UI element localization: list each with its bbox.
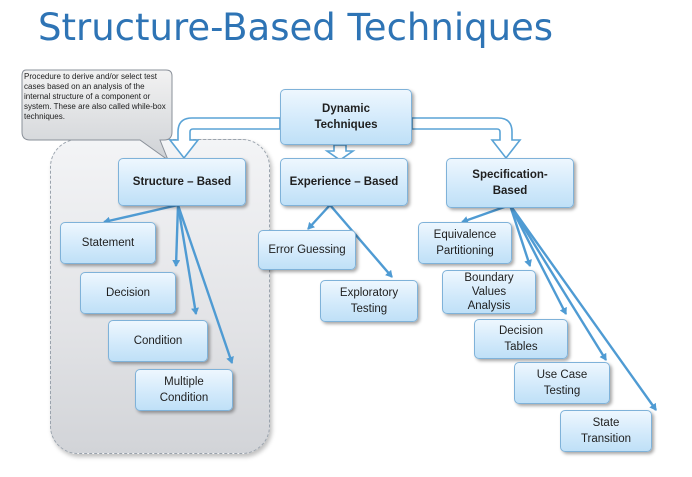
node-equivalence-partitioning: Equivalence Partitioning (418, 222, 512, 264)
arrow-dynamic-to-structure (168, 117, 281, 160)
node-statement: Statement (60, 222, 156, 264)
callout-bubble (21, 69, 173, 162)
node-use-case-testing: Use Case Testing (514, 362, 610, 404)
callout-text: Procedure to derive and/or select test c… (24, 72, 166, 121)
node-error-guessing: Error Guessing (258, 230, 356, 270)
connector-condition (176, 204, 199, 315)
node-state-transition: State Transition (560, 410, 652, 452)
node-decision-tables: Decision Tables (474, 319, 568, 359)
node-structure-based: Structure – Based (118, 158, 246, 206)
connector-boundary (508, 204, 532, 267)
node-decision: Decision (80, 272, 176, 314)
node-boundary-values-analysis: Boundary Values Analysis (442, 270, 536, 314)
connector-multiple-condition (176, 204, 234, 364)
connector-decision-tables (508, 204, 568, 315)
connector-error-guessing (307, 204, 331, 230)
arrow-dynamic-to-experience (324, 144, 356, 161)
node-condition: Condition (108, 320, 208, 362)
connector-state-transition (509, 204, 657, 411)
connector-decision (172, 204, 181, 267)
arrow-dynamic-to-specification (411, 117, 522, 160)
node-specification-based: Specification- Based (446, 158, 574, 208)
connector-statement (103, 203, 179, 225)
node-multiple-condition: Multiple Condition (135, 369, 233, 411)
node-dynamic-techniques: Dynamic Techniques (280, 89, 412, 145)
page-title: Structure-Based Techniques (38, 6, 554, 49)
node-exploratory-testing: Exploratory Testing (320, 280, 418, 322)
node-experience-based: Experience – Based (280, 158, 408, 206)
connector-exploratory-testing (329, 204, 393, 278)
connector-use-case (508, 204, 608, 361)
